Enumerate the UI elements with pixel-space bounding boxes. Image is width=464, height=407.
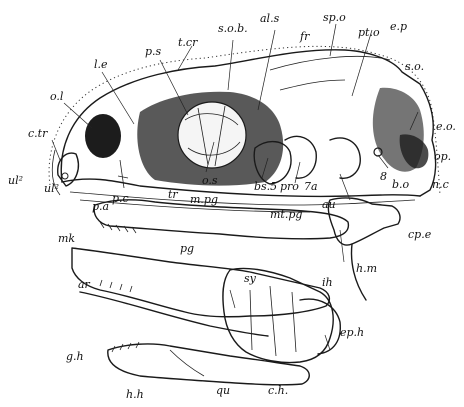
- label-c-tr: c.tr: [28, 127, 48, 140]
- label-h-m: h.m: [356, 262, 377, 275]
- label-pro: pro: [280, 180, 299, 193]
- label-op: op.: [434, 150, 451, 163]
- label-m-pg: m.pg: [190, 193, 218, 206]
- label-t-cr: t.cr: [178, 36, 198, 49]
- label-p-a: p.a: [92, 200, 109, 213]
- label-o-l: o.l: [50, 90, 64, 103]
- label-sy: sy: [244, 272, 257, 285]
- label-o-s: o.s: [202, 174, 218, 187]
- label-pg: pg: [180, 242, 194, 255]
- label-pt-o: pt.o: [358, 26, 380, 39]
- label-8: 8: [380, 170, 387, 183]
- leader-lines: [52, 24, 418, 350]
- label-ih: ih: [322, 276, 333, 289]
- label-mt-pg: mt.pg: [270, 208, 302, 221]
- label-s-o: s.o.: [405, 60, 424, 73]
- label-qu: qu: [216, 384, 230, 397]
- label-e-p: e.p: [390, 20, 407, 33]
- label-s-o-b: s.o.b.: [218, 22, 248, 35]
- label-ep-h: ep.h: [340, 326, 364, 339]
- label-c-h: c.h.: [268, 384, 288, 397]
- label-ul-2: ul²: [44, 182, 59, 195]
- label-h-h: h.h: [126, 388, 144, 401]
- label-sp-o: sp.o: [323, 11, 346, 24]
- label-au: au: [322, 198, 336, 211]
- label-p-c: p.c: [112, 192, 129, 205]
- label-bs5: bs.5: [254, 180, 277, 193]
- label-l-e: l.e: [94, 58, 108, 71]
- label-n-c: n.c: [432, 178, 449, 191]
- label-ul-1: ul²: [8, 174, 23, 187]
- label-e-o: e.o.: [436, 120, 456, 133]
- label-tr: tr: [168, 188, 178, 201]
- cranium-drawing: [49, 46, 440, 212]
- label-p-s: p.s: [145, 45, 162, 58]
- label-fr: fr: [299, 30, 310, 43]
- jaw-apparatus-drawing: [72, 198, 400, 385]
- label-mk: mk: [58, 232, 75, 245]
- label-g-h: g.h: [66, 350, 84, 363]
- label-cp-e: cp.e: [408, 228, 432, 241]
- label-ar: ar: [78, 278, 91, 291]
- label-7a: 7a: [304, 180, 318, 193]
- label-al-s: al.s: [260, 12, 280, 25]
- label-b-o: b.o: [392, 178, 410, 191]
